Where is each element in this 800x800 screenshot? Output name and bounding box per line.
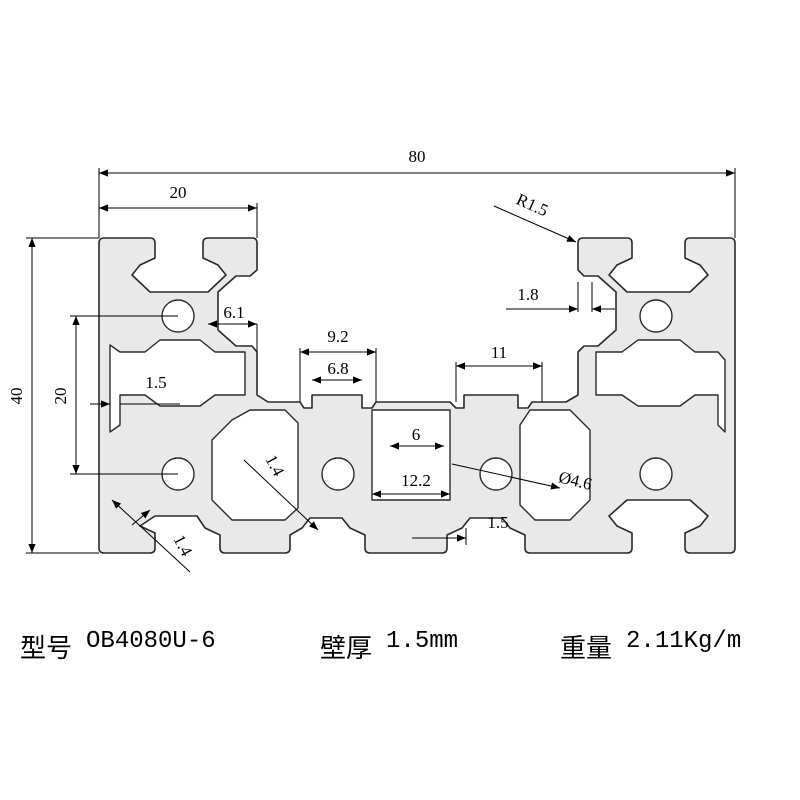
hole-center-left bbox=[321, 457, 355, 491]
dim-corner-web: 1.4 bbox=[169, 532, 196, 560]
channel-center-left bbox=[371, 409, 451, 501]
dim-slot-offset: 1.8 bbox=[517, 285, 538, 304]
wall-value: 1.5mm bbox=[386, 627, 459, 655]
model-value: OB4080U-6 bbox=[86, 627, 216, 655]
dim-channel-width: 11 bbox=[491, 343, 507, 362]
dimension-lines bbox=[26, 168, 736, 573]
spec-model: 型号 OB4080U-6 bbox=[20, 628, 320, 665]
weight-value: 2.11Kg/m bbox=[626, 627, 742, 655]
spec-weight: 重量 2.11Kg/m bbox=[560, 628, 741, 665]
dim-overall-height: 40 bbox=[7, 388, 26, 405]
dim-channel-depth: 12.2 bbox=[401, 471, 431, 490]
dim-slot-opening-inner: 6.8 bbox=[327, 359, 348, 378]
model-label: 型号 bbox=[20, 633, 73, 663]
dimension-labels: 80 20 40 20 R1.5 1.8 6.1 9.2 6.8 11 1.5 … bbox=[7, 147, 594, 560]
dim-fillet-radius: R1.5 bbox=[513, 190, 551, 221]
dim-slot-depth: 6.1 bbox=[223, 303, 244, 322]
profile-drawing: 80 20 40 20 R1.5 1.8 6.1 9.2 6.8 11 1.5 … bbox=[7, 147, 736, 573]
weight-label: 重量 bbox=[560, 633, 613, 663]
dim-module-width: 20 bbox=[170, 183, 187, 202]
chamber-right bbox=[595, 339, 726, 433]
hole-bottom-right bbox=[639, 457, 673, 491]
chamber-left-lower bbox=[211, 409, 299, 521]
dim-bottom-wall: 1.5 bbox=[487, 513, 508, 532]
hole-top-right bbox=[639, 299, 673, 333]
aluminum-profile bbox=[98, 237, 736, 554]
dim-wall-thickness: 1.5 bbox=[145, 373, 166, 392]
wall-label: 壁厚 bbox=[320, 633, 373, 663]
dim-hole-pitch: 20 bbox=[51, 388, 70, 405]
dim-slot-neck: 6 bbox=[412, 425, 421, 444]
dim-overall-width: 80 bbox=[409, 147, 426, 166]
chamber-right-lower bbox=[519, 409, 591, 521]
spec-wall: 壁厚 1.5mm bbox=[320, 628, 560, 665]
chamber-left bbox=[109, 339, 246, 433]
spec-line: 型号 OB4080U-6 壁厚 1.5mm 重量 2.11Kg/m bbox=[20, 626, 790, 666]
dim-slot-opening-outer: 9.2 bbox=[327, 327, 348, 346]
